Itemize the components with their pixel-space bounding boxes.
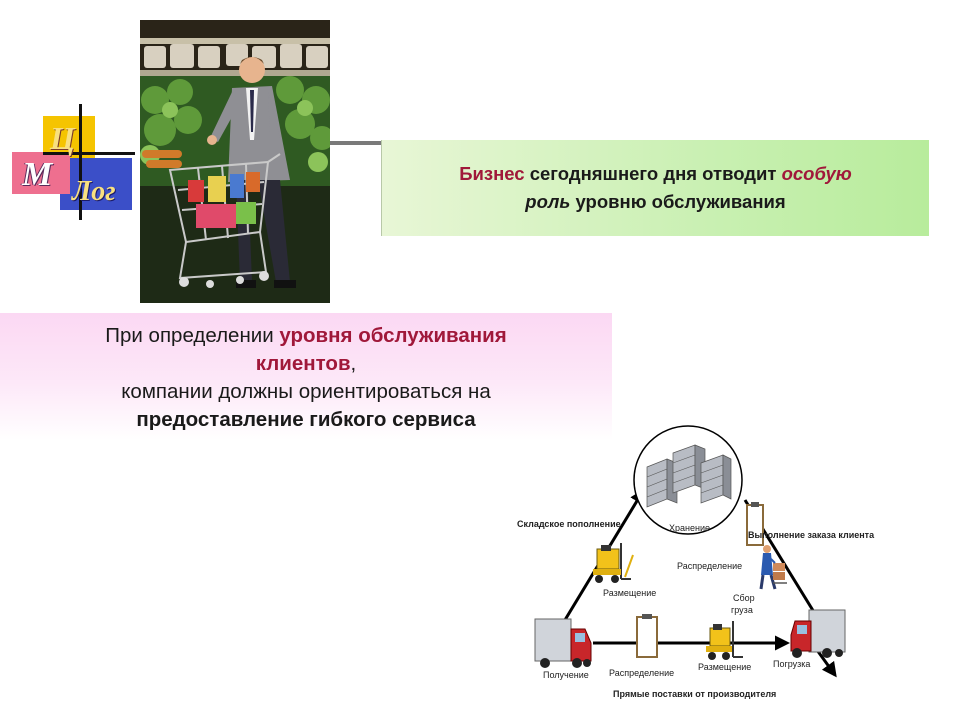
- service-line2-a: клиентов: [255, 352, 351, 375]
- statement-special: особую: [781, 163, 852, 184]
- service-level-box: При определении уровня обслуживания клие…: [0, 313, 612, 440]
- label-loading: Погрузка: [773, 659, 810, 669]
- logo-cross-horizontal: [43, 152, 135, 155]
- label-direct-supply: Прямые поставки от производителя: [613, 689, 776, 699]
- key-statement-box: Бизнес сегодняшнего дня отводит особую р…: [381, 140, 929, 236]
- label-warehouse-replenishment: Складское пополнение: [517, 519, 621, 529]
- service-line4: предоставление гибкого сервиса: [136, 408, 476, 431]
- statement-role: роль: [525, 191, 571, 212]
- clipboard-icon-top: [746, 502, 764, 546]
- statement-end: уровню обслуживания: [570, 191, 786, 212]
- shopper-illustration: [140, 20, 330, 303]
- truck-icon-right: [790, 609, 846, 658]
- label-distribution-bottom: Распределение: [609, 668, 674, 678]
- key-statement-text: Бизнес сегодняшнего дня отводит особую р…: [459, 160, 852, 216]
- service-level-text: При определении уровня обслуживания клие…: [0, 322, 612, 434]
- service-line3: компании должны ориентироваться на: [121, 380, 491, 403]
- logo-letter-ts: Ц: [50, 120, 75, 156]
- logo-cross-vertical: [79, 104, 82, 220]
- label-putaway-left: Размещение: [603, 588, 656, 598]
- logo-blue-square: [60, 158, 132, 210]
- arrow-fulfillment-end: [815, 649, 837, 678]
- label-putaway-bottom: Размещение: [698, 662, 751, 672]
- logistics-flow-diagram: Складское пополнение Хранение Выполнение…: [505, 425, 915, 715]
- service-line1-b: уровня обслуживания: [279, 324, 507, 347]
- worker-icon: [759, 545, 787, 590]
- logo-pink-square: [12, 152, 70, 194]
- logistics-flow-svg: Складское пополнение Хранение Выполнение…: [517, 425, 875, 699]
- service-line1-a: При определении: [105, 324, 280, 347]
- label-receiving: Получение: [543, 670, 589, 680]
- label-distribution-top: Распределение: [677, 561, 742, 571]
- forklift-icon-left: [593, 543, 634, 583]
- label-picking-2: груза: [731, 605, 753, 615]
- label-order-fulfillment: Выполнение заказа клиента: [748, 530, 875, 540]
- storage-rack-icon: [633, 425, 743, 535]
- label-picking-1: Сбор: [733, 593, 755, 603]
- logo-letter-m: М: [22, 156, 53, 193]
- truck-icon-left: [534, 618, 592, 668]
- clipboard-icon-bottom: [636, 614, 658, 658]
- shopper-photo: [140, 20, 330, 303]
- company-logo: Ц М Лог: [10, 100, 140, 220]
- logo-letter-log: Лог: [72, 176, 116, 207]
- label-storage: Хранение: [669, 523, 710, 533]
- service-line2-b: ,: [350, 352, 357, 375]
- statement-middle: сегодняшнего дня отводит: [524, 163, 782, 184]
- statement-business: Бизнес: [459, 163, 525, 184]
- forklift-icon-bottom: [706, 621, 743, 660]
- connector-line: [330, 141, 382, 145]
